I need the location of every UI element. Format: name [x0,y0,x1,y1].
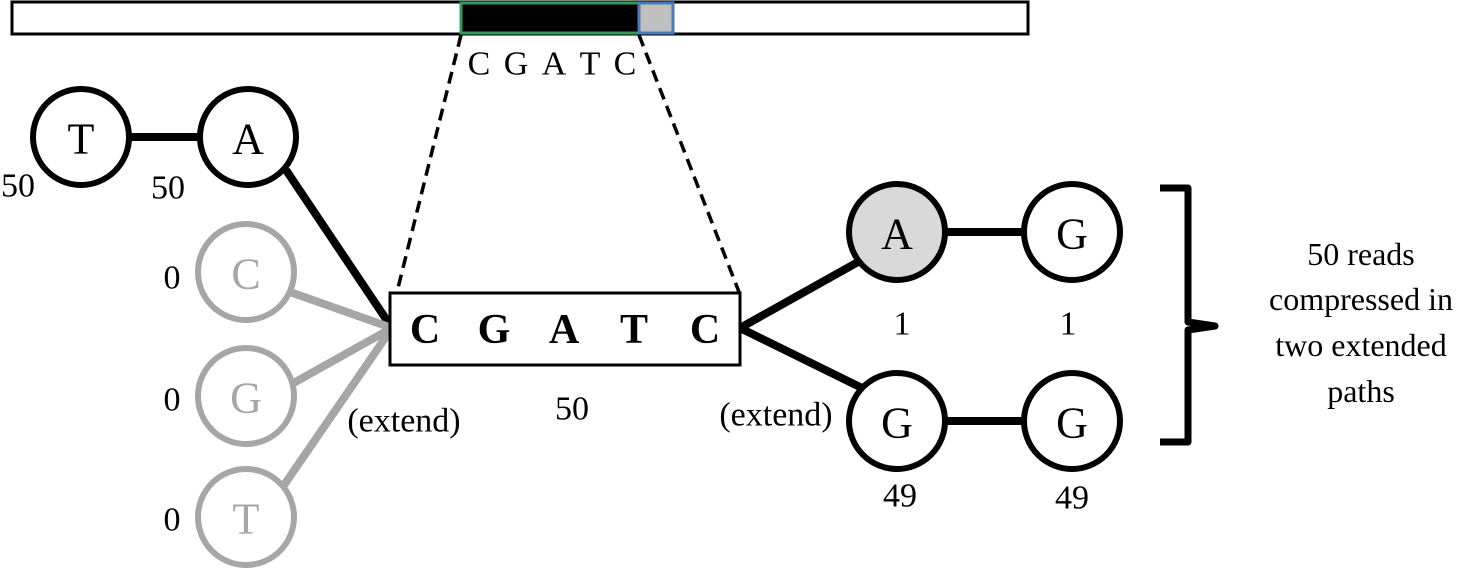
note-line-2: compressed in [1269,281,1453,317]
node-g-count: 0 [164,382,181,419]
node-t-circle [30,86,132,188]
reference-kmer-segment [459,1,641,35]
ref-base-1: C [468,46,491,83]
kmer-base-2: G [478,307,511,353]
node-a-count: 50 [151,170,185,207]
node-a-circle [197,86,299,188]
kmer-base-3: A [549,307,580,353]
node-g: G [195,345,297,447]
ref-base-2: G [504,46,529,83]
edge-kmer-g [738,324,864,392]
edge-a-kmer [282,167,396,331]
node-bot-g1: G [846,370,948,472]
node-bot-g1-circle [846,370,948,472]
kmer-frame [388,291,742,367]
extend-label-right: (extend) [719,397,832,434]
ref-base-4: T [580,46,601,83]
note-line-1: 50 reads [1307,236,1415,272]
bracket [1160,184,1219,446]
node-t-count: 50 [1,168,35,205]
reference-next-segment [637,1,675,35]
node-top-a: A [846,181,948,283]
node-t2-circle [195,466,297,568]
node-g-label: G [230,374,262,423]
node-c-circle [195,221,297,323]
node-g-circle [195,345,297,447]
compression-note: 50 reads compressed in two extended path… [1269,236,1453,409]
node-top-g-count: 1 [1060,306,1077,343]
node-top-g: G [1021,181,1123,283]
node-t2-label: T [233,495,260,544]
kmer-box: C G A T C 50 [388,291,742,428]
node-top-a-label: A [881,210,913,259]
note-line-4: paths [1327,373,1395,409]
kmer-base-1: C [410,307,440,353]
node-top-g-label: G [1056,210,1088,259]
reference-sequence: C G A T C [468,46,637,83]
node-bot-g1-label: G [881,399,913,448]
node-bot-g2-count: 49 [1055,480,1089,517]
node-bot-g2-circle [1021,370,1123,472]
zoom-line-right [637,34,741,293]
node-bot-g1-count: 49 [883,478,917,515]
node-c-count: 0 [164,260,181,297]
edge-c-kmer [288,288,394,332]
edge-t-kmer [278,325,396,491]
node-c-label: C [231,250,260,299]
kmer-count: 50 [555,391,589,428]
node-bot-g2-label: G [1056,399,1088,448]
ref-base-5: C [614,46,637,83]
kmer-base-5: C [690,307,720,353]
node-c: C [195,221,297,323]
edge-kmer-a [738,258,860,332]
ref-base-3: A [542,46,567,83]
edge-g-kmer [288,324,394,389]
zoom-line-left [395,34,463,293]
node-a: A [197,86,299,188]
reference-bar [10,0,1030,36]
kmer-base-4: T [620,307,648,353]
node-t2-count: 0 [164,502,181,539]
node-t-label: T [68,115,95,164]
node-top-a-count: 1 [894,306,911,343]
note-line-3: two extended [1275,327,1447,363]
node-a-label: A [232,115,264,164]
node-top-g-circle [1021,181,1123,283]
extend-label-left: (extend) [347,403,460,440]
node-t2: T [195,466,297,568]
node-t: T [30,86,132,188]
node-bot-g2: G [1021,370,1123,472]
node-top-a-circle [846,181,948,283]
